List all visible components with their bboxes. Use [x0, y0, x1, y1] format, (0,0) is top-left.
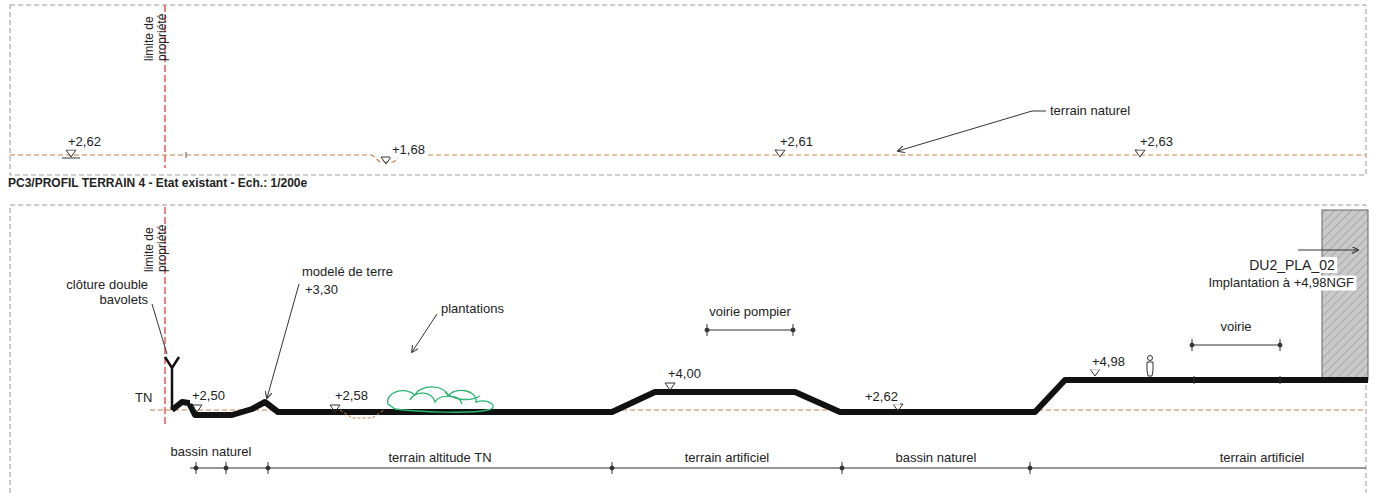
caption-label: PC3/PROFIL TERRAIN 4 - Etat existant - E… [6, 177, 309, 191]
level-markers [62, 150, 1145, 164]
callout-label: clôture double bavolets [46, 278, 150, 308]
level-label: +4,98 [1090, 355, 1127, 370]
leader-line [152, 304, 167, 354]
project-profile [172, 380, 1368, 415]
level-label: +2,62 [66, 135, 103, 150]
dimension-label: voirie pompier [707, 305, 793, 320]
natural-ground-line [340, 410, 384, 418]
leader-line [898, 111, 1046, 151]
fence-symbol [165, 357, 179, 410]
zone-label: terrain artificiel [683, 451, 772, 466]
building [1322, 210, 1368, 380]
dimension-dot [1028, 466, 1032, 470]
callout-label: modelé de terre [300, 265, 395, 280]
panel-frame [10, 205, 1366, 493]
dimension-dot [610, 466, 614, 470]
dimension-dot [194, 466, 198, 470]
zone-label: bassin naturel [169, 445, 254, 460]
boundary-label: limite de propriété [143, 212, 169, 274]
tick [186, 152, 187, 158]
dimension-dot [224, 466, 228, 470]
building-label: Implantation à +4,98NGF [1206, 276, 1356, 291]
dimension-label: voirie [1218, 320, 1253, 335]
level-label: +3,30 [303, 283, 340, 298]
level-label: +2,62 [863, 390, 900, 405]
leader-line [267, 284, 299, 398]
plantations-symbol [388, 387, 494, 412]
zone-label: terrain altitude TN [386, 451, 493, 466]
callout-label: terrain naturel [1048, 104, 1132, 119]
zone-label: bassin naturel [894, 451, 979, 466]
level-label: +2,50 [190, 389, 227, 404]
level-label: +2,58 [333, 389, 370, 404]
zone-label: terrain artificiel [1218, 451, 1307, 466]
level-label: TN [133, 391, 154, 406]
dimension-dot [840, 466, 844, 470]
level-label: +4,00 [666, 367, 703, 382]
dimension-dot [266, 466, 270, 470]
natural-ground-line [10, 155, 1366, 162]
callout-label: plantations [439, 302, 506, 317]
level-label: +2,63 [1138, 135, 1175, 150]
level-markers [192, 369, 1100, 412]
leader-line [412, 314, 437, 352]
boundary-label: limite de propriété [143, 1, 169, 63]
panel-frame [10, 5, 1366, 175]
dimension-lines [190, 324, 1366, 474]
leader-line [1298, 250, 1358, 251]
person-symbol [1147, 356, 1153, 377]
level-label: +2,61 [778, 135, 815, 150]
level-label: +1,68 [390, 143, 427, 158]
building-label: DU2_PLA_02 [1247, 257, 1337, 273]
